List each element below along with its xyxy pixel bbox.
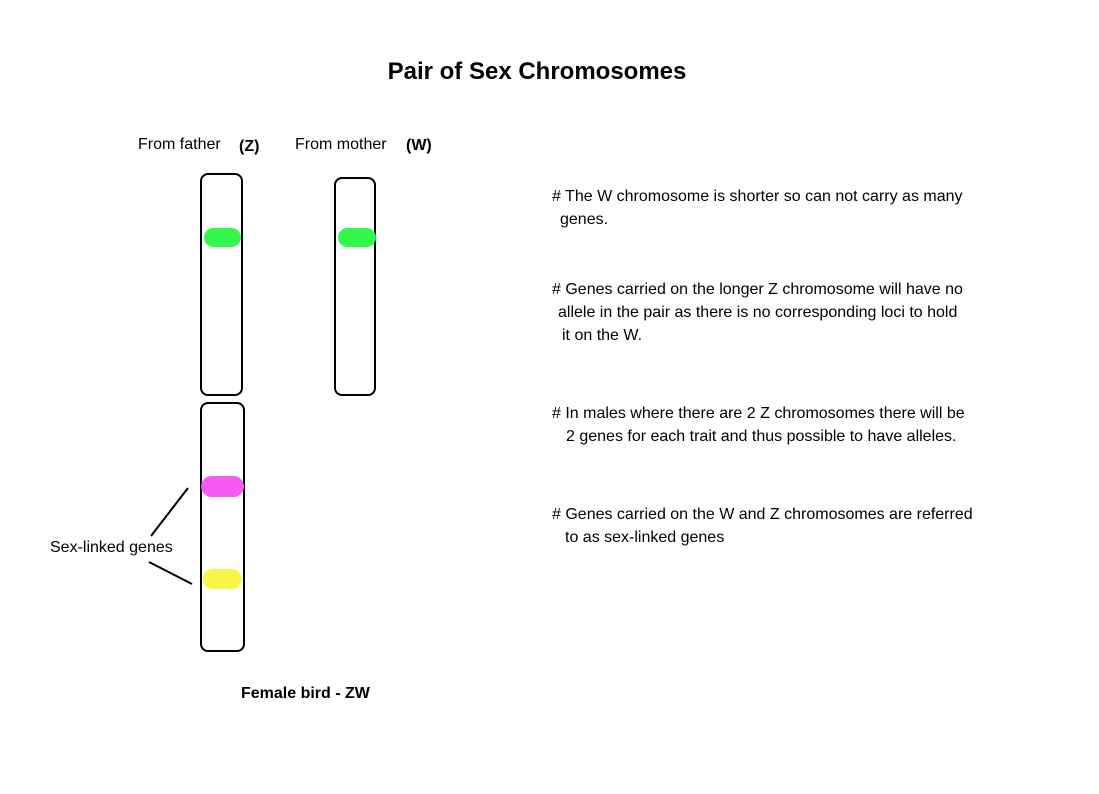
mother-w-code: (W) — [406, 137, 432, 154]
z-chromosome-upper-arm — [200, 173, 243, 396]
father-z-code: (Z) — [239, 138, 260, 155]
note-4: # Genes carried on the W and Z chromosom… — [552, 506, 973, 546]
note-1: # The W chromosome is shorter so can not… — [552, 188, 963, 228]
pointer-line-yellow — [148, 561, 193, 585]
note-2: # Genes carried on the longer Z chromoso… — [552, 281, 963, 344]
z-green-gene — [204, 228, 241, 247]
page-title: Pair of Sex Chromosomes — [387, 58, 687, 85]
z-chromosome-lower-arm — [200, 402, 245, 652]
w-chromosome — [334, 177, 376, 396]
magenta-sex-linked-gene — [201, 476, 244, 497]
w-green-gene — [338, 228, 376, 247]
female-bird-caption: Female bird - ZW — [241, 685, 370, 702]
from-mother-label: From mother — [295, 136, 387, 153]
yellow-sex-linked-gene — [203, 569, 242, 589]
from-father-label: From father — [138, 136, 221, 153]
pointer-line-magenta — [150, 487, 189, 537]
sex-linked-genes-label: Sex-linked genes — [50, 539, 173, 556]
note-3: # In males where there are 2 Z chromosom… — [552, 405, 965, 445]
